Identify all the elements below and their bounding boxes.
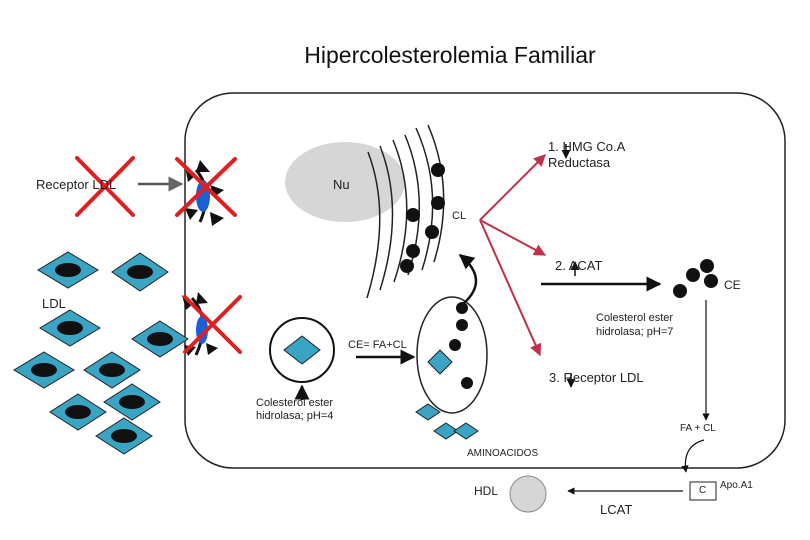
red-arrows [479, 154, 547, 357]
receptor-ldl-label: Receptor LDL [36, 177, 117, 192]
red-x-marks [75, 156, 242, 354]
cl-label: CL [452, 210, 467, 222]
nucleus [285, 142, 405, 222]
diagram-title: Hipercolesterolemia Familiar [304, 42, 596, 68]
ce-droplets [673, 259, 718, 298]
acat-label: 2. ACAT [555, 258, 603, 273]
ce-hydrolase-ph7-line2: hidrolasa; pH=7 [596, 326, 674, 338]
ce-hydrolase-ph4-line1: Colesterol ester [256, 397, 334, 409]
nucleus-label: Nu [333, 177, 350, 192]
aminoacidos-label: AMINOACIDOS [467, 448, 539, 459]
ldl-label: LDL [42, 296, 66, 311]
ldl-particles [13, 251, 189, 455]
lysosome [416, 296, 488, 414]
c-box [689, 481, 717, 501]
ce-hydrolase-ph7-line1: Colesterol ester [596, 312, 674, 324]
endoplasmic-reticulum [366, 124, 445, 299]
hdl-label: HDL [474, 484, 499, 498]
ce-fa-cl-label: CE= FA+CL [348, 339, 407, 351]
hdl-particle [509, 475, 547, 513]
cell-membrane [184, 92, 786, 469]
lcat-label: LCAT [600, 502, 633, 517]
black-arrows [138, 176, 662, 400]
fa-cl-label: FA + CL [680, 423, 716, 434]
lysosome-contents [427, 302, 473, 389]
c-label: C [699, 485, 707, 496]
reductasa-label: Reductasa [548, 155, 611, 170]
receptor-ldl-3-label: 3. Receptor LDL [549, 370, 644, 385]
vesicle-ldl [283, 335, 321, 365]
er-cholesterol-dots [400, 163, 445, 273]
endocytic-vesicle [269, 317, 335, 383]
aminoacid-diamonds [415, 403, 479, 440]
apoa1-label: Apo.A1 [720, 480, 753, 491]
hmg-coa-label: 1. HMG Co.A [548, 139, 626, 154]
ce-label: CE [724, 278, 741, 292]
ce-hydrolase-ph4-line2: hidrolasa; pH=4 [256, 410, 334, 422]
regulation-arrows [561, 144, 580, 388]
thin-arrows [567, 300, 710, 495]
